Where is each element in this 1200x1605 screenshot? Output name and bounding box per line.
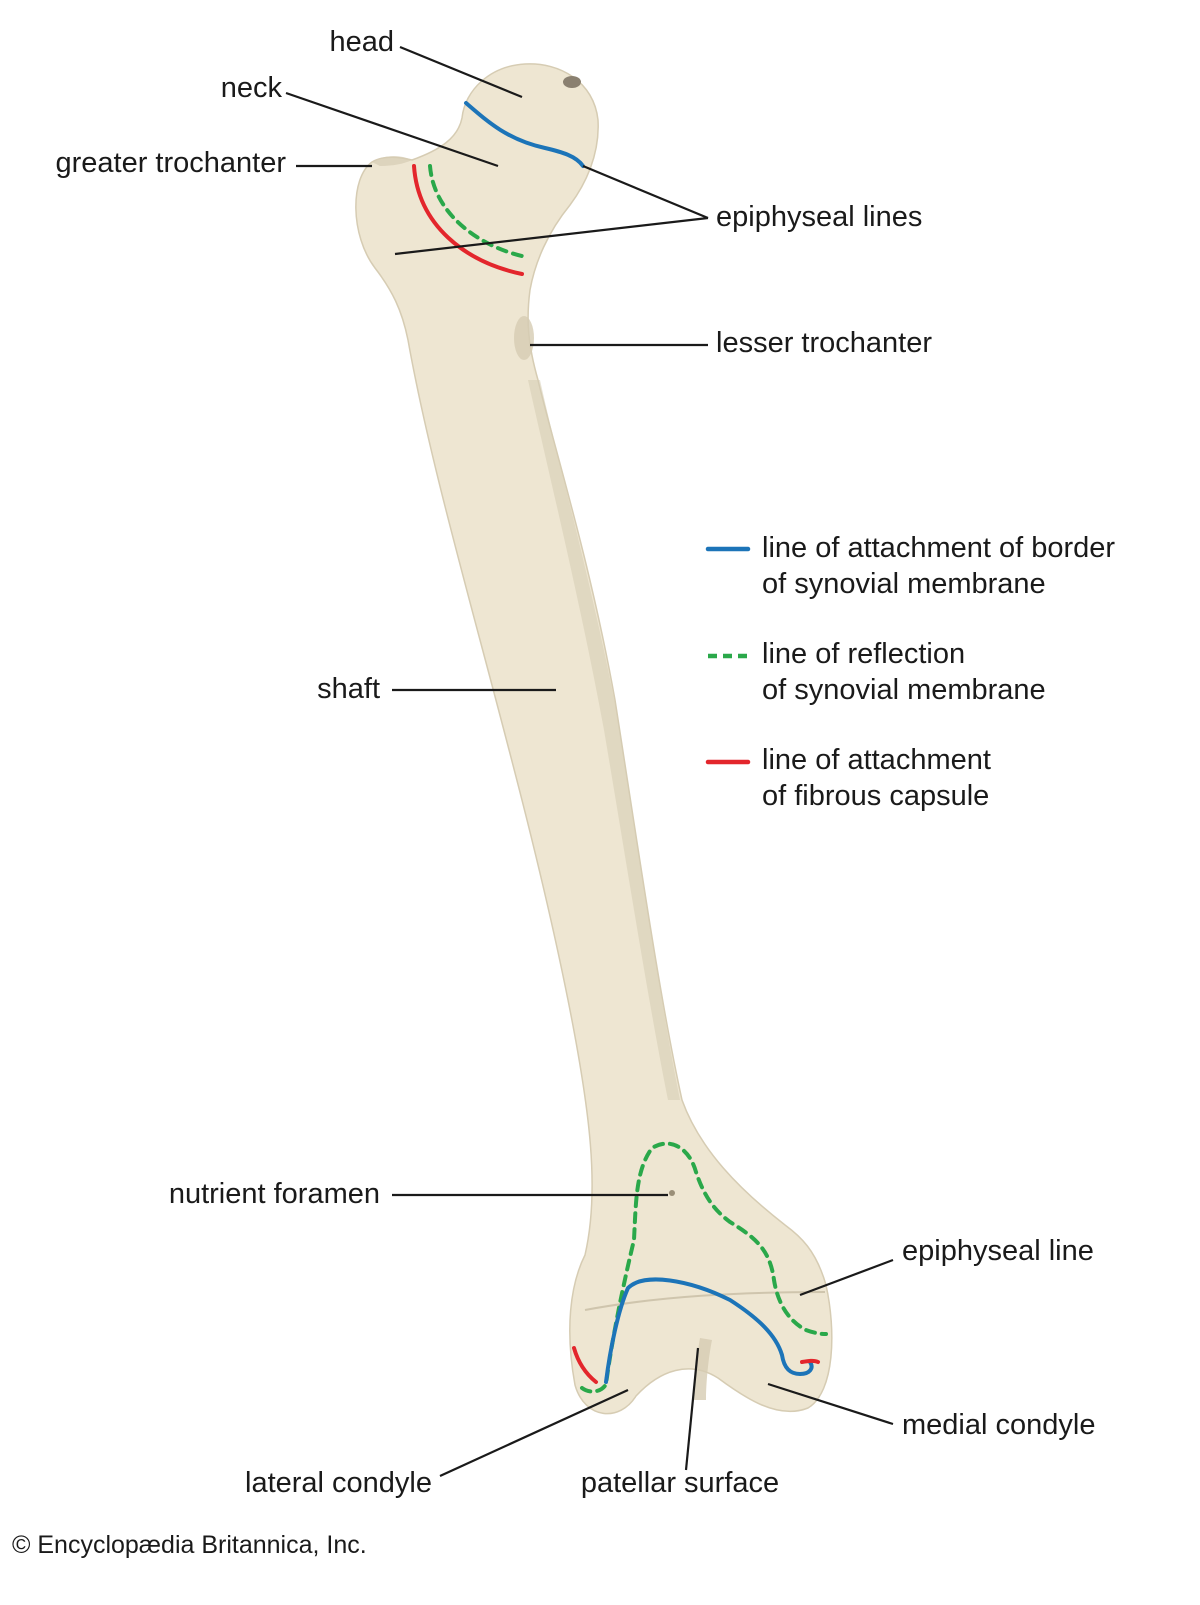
leader-epiphyseal-lines-a — [582, 164, 709, 220]
legend: line of attachment of border of synovial… — [705, 532, 1115, 812]
synovial-reflection-upper — [428, 164, 524, 258]
label-medial-condyle: medial condyle — [902, 1409, 1095, 1441]
greater-trochanter-cap — [372, 156, 412, 166]
synovial-attachment-head — [464, 101, 585, 168]
lower-epiphyseal-trace — [584, 1291, 826, 1311]
legend-item-line2: of synovial membrane — [762, 568, 1046, 600]
label-lesser-trochanter: lesser trochanter — [716, 327, 932, 359]
legend-item-line2: of synovial membrane — [762, 674, 1046, 706]
leader-patellar-surface — [684, 1347, 700, 1471]
fibrous-capsule-upper — [412, 164, 524, 276]
leader-neck — [285, 91, 499, 168]
label-lateral-condyle: lateral condyle — [245, 1467, 432, 1499]
legend-item-line1: line of attachment — [762, 744, 991, 776]
leader-epiphyseal-lines-b — [394, 216, 709, 256]
synovial-attachment-lower — [604, 1277, 814, 1384]
nutrient-foramen-dot — [669, 1190, 675, 1196]
label-head: head — [329, 26, 394, 58]
label-neck: neck — [221, 72, 283, 104]
legend-item-synovial-attachment: line of attachment of border of synovial… — [705, 532, 1115, 600]
anatomical-lines — [412, 101, 828, 1394]
label-shaft: shaft — [317, 673, 380, 705]
leader-medial-condyle — [767, 1382, 894, 1426]
legend-item-synovial-reflection: line of reflection of synovial membrane — [708, 638, 1046, 706]
fibrous-capsule-lateral — [572, 1346, 598, 1384]
legend-item-line2: of fibrous capsule — [762, 780, 989, 812]
shaft-shading — [528, 380, 680, 1100]
legend-item-line1: line of attachment of border — [762, 532, 1115, 564]
leader-epiphyseal-line — [799, 1258, 894, 1297]
label-epiphyseal-line: epiphyseal line — [902, 1235, 1094, 1267]
leader-lines — [285, 45, 894, 1478]
femur-bone — [355, 63, 833, 1415]
structure-labels: head neck greater trochanter epiphyseal … — [55, 26, 1095, 1499]
label-greater-trochanter: greater trochanter — [55, 147, 286, 179]
lesser-trochanter-bump — [514, 316, 534, 360]
legend-item-line1: line of reflection — [762, 638, 965, 670]
label-epiphyseal-lines: epiphyseal lines — [716, 201, 922, 233]
copyright-credit: © Encyclopædia Britannica, Inc. — [12, 1531, 367, 1559]
label-patellar-surface: patellar surface — [581, 1467, 779, 1499]
fibrous-capsule-medial — [800, 1358, 820, 1364]
legend-item-fibrous-capsule: line of attachment of fibrous capsule — [705, 744, 991, 812]
leader-lateral-condyle — [439, 1388, 629, 1478]
leader-head — [399, 45, 523, 99]
label-nutrient-foramen: nutrient foramen — [169, 1178, 380, 1210]
femur-outline — [355, 63, 833, 1415]
fovea-capitis — [563, 76, 581, 88]
